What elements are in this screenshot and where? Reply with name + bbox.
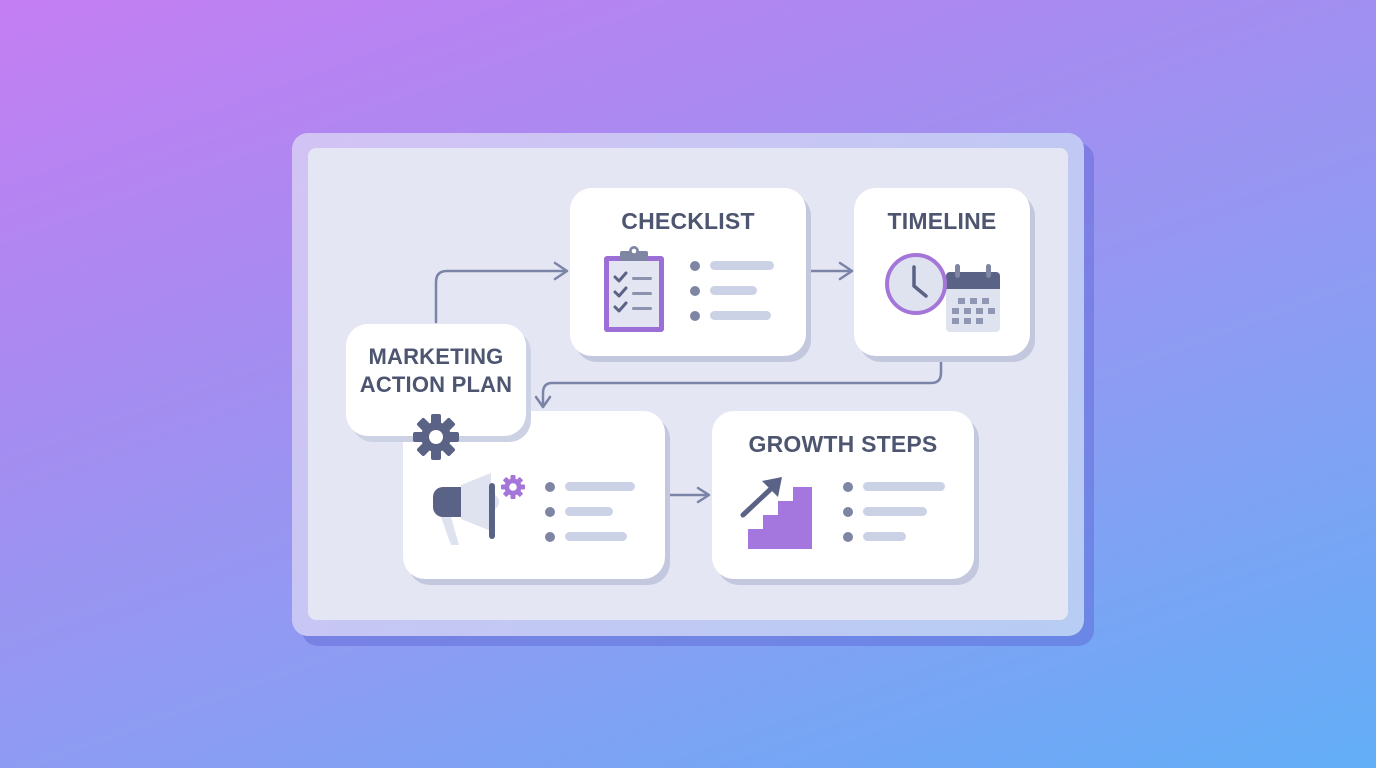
start-title-line1: MARKETING xyxy=(368,344,504,369)
bullet-item xyxy=(690,303,774,328)
bullet-item xyxy=(690,278,774,303)
edge-start-checklist xyxy=(434,269,568,324)
bullet-item xyxy=(690,253,774,278)
timeline-card[interactable]: TIMELINE xyxy=(854,188,1030,356)
checklist-card[interactable]: CHECKLIST xyxy=(570,188,806,356)
staircase-arrow-icon xyxy=(740,477,812,549)
clipboard-checklist-icon xyxy=(604,246,664,332)
bullet-item xyxy=(843,474,945,499)
bullet-item xyxy=(843,524,945,549)
bullet-item xyxy=(545,499,635,524)
timeline-title: TIMELINE xyxy=(887,208,997,234)
megaphone-gear-icon xyxy=(433,473,525,545)
promotion-bullets xyxy=(545,474,635,549)
bullet-item xyxy=(843,499,945,524)
checklist-title: CHECKLIST xyxy=(621,208,755,234)
growth-title: GROWTH STEPS xyxy=(748,431,938,457)
clock-calendar-icon xyxy=(885,253,1000,332)
start-title-line2: ACTION PLAN xyxy=(359,372,513,397)
checklist-bullets xyxy=(690,253,774,328)
bullet-item xyxy=(545,474,635,499)
gear-icon xyxy=(413,414,459,460)
growth-bullets xyxy=(843,474,945,549)
growth-card[interactable]: GROWTH STEPS xyxy=(712,411,974,579)
bullet-item xyxy=(545,524,635,549)
start-card[interactable]: MARKETING ACTION PLAN xyxy=(346,324,526,436)
